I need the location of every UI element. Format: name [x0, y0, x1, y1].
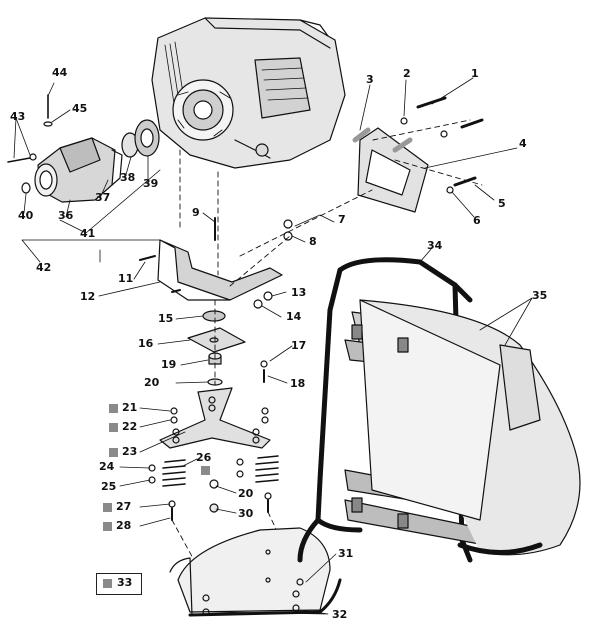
- callout-9: 9: [192, 206, 200, 219]
- legend-label: 33: [117, 576, 133, 589]
- callout-36: 36: [58, 209, 74, 222]
- legend-swatch: [103, 579, 112, 588]
- callout-44: 44: [52, 66, 68, 79]
- callout-28: 28: [116, 519, 132, 532]
- callout-7: 7: [338, 213, 346, 226]
- callout-41: 41: [80, 227, 96, 240]
- callout-25: 25: [101, 480, 117, 493]
- swatch-21: [109, 404, 118, 413]
- callout-38: 38: [120, 171, 136, 184]
- callout-40: 40: [18, 209, 34, 222]
- callout-21: 21: [122, 401, 138, 414]
- swatch-28: [103, 522, 112, 531]
- callout-30: 30: [238, 507, 254, 520]
- callout-35: 35: [532, 289, 548, 302]
- callout-26: 26: [196, 451, 212, 464]
- leader-lines: [13, 77, 533, 615]
- callout-11: 11: [118, 272, 134, 285]
- star-support-illustration: [159, 387, 271, 449]
- swatch-27: [103, 503, 112, 512]
- callout-32: 32: [332, 608, 348, 621]
- swatch-22: [109, 423, 118, 432]
- callout-31: 31: [338, 547, 354, 560]
- callout-15: 15: [158, 312, 174, 325]
- damper-stack-illustration: [187, 299, 268, 386]
- base-frame-illustration: [169, 527, 342, 617]
- callout-6: 6: [473, 214, 481, 227]
- callout-5: 5: [498, 197, 506, 210]
- swatch-26: [201, 466, 210, 475]
- callout-45: 45: [72, 102, 88, 115]
- clutch-housing-illustration: [7, 94, 160, 203]
- legend-box: 33: [96, 573, 142, 595]
- callout-14: 14: [286, 310, 302, 323]
- callout-42: 42: [36, 261, 52, 274]
- callout-20a: 20: [144, 376, 160, 389]
- callout-24: 24: [99, 460, 115, 473]
- callout-2: 2: [403, 67, 411, 80]
- callout-16: 16: [138, 337, 154, 350]
- mounting-plate-illustration: [352, 96, 484, 213]
- swatch-23: [109, 448, 118, 457]
- callout-12: 12: [80, 290, 96, 303]
- callout-13: 13: [291, 286, 307, 299]
- callout-4: 4: [519, 137, 527, 150]
- callout-43: 43: [10, 110, 26, 123]
- callout-22: 22: [122, 420, 138, 433]
- callout-27: 27: [116, 500, 132, 513]
- callout-37: 37: [95, 191, 111, 204]
- engine-illustration: [151, 17, 346, 169]
- callout-17: 17: [291, 339, 307, 352]
- callout-34: 34: [427, 239, 443, 252]
- callout-19: 19: [161, 358, 177, 371]
- callout-18: 18: [290, 377, 306, 390]
- backpack-frame-illustration: [297, 257, 581, 563]
- callout-3: 3: [366, 73, 374, 86]
- callout-1: 1: [471, 67, 479, 80]
- callout-39: 39: [143, 177, 159, 190]
- callout-20b: 20: [238, 487, 254, 500]
- callout-8: 8: [309, 235, 317, 248]
- callout-23: 23: [122, 445, 138, 458]
